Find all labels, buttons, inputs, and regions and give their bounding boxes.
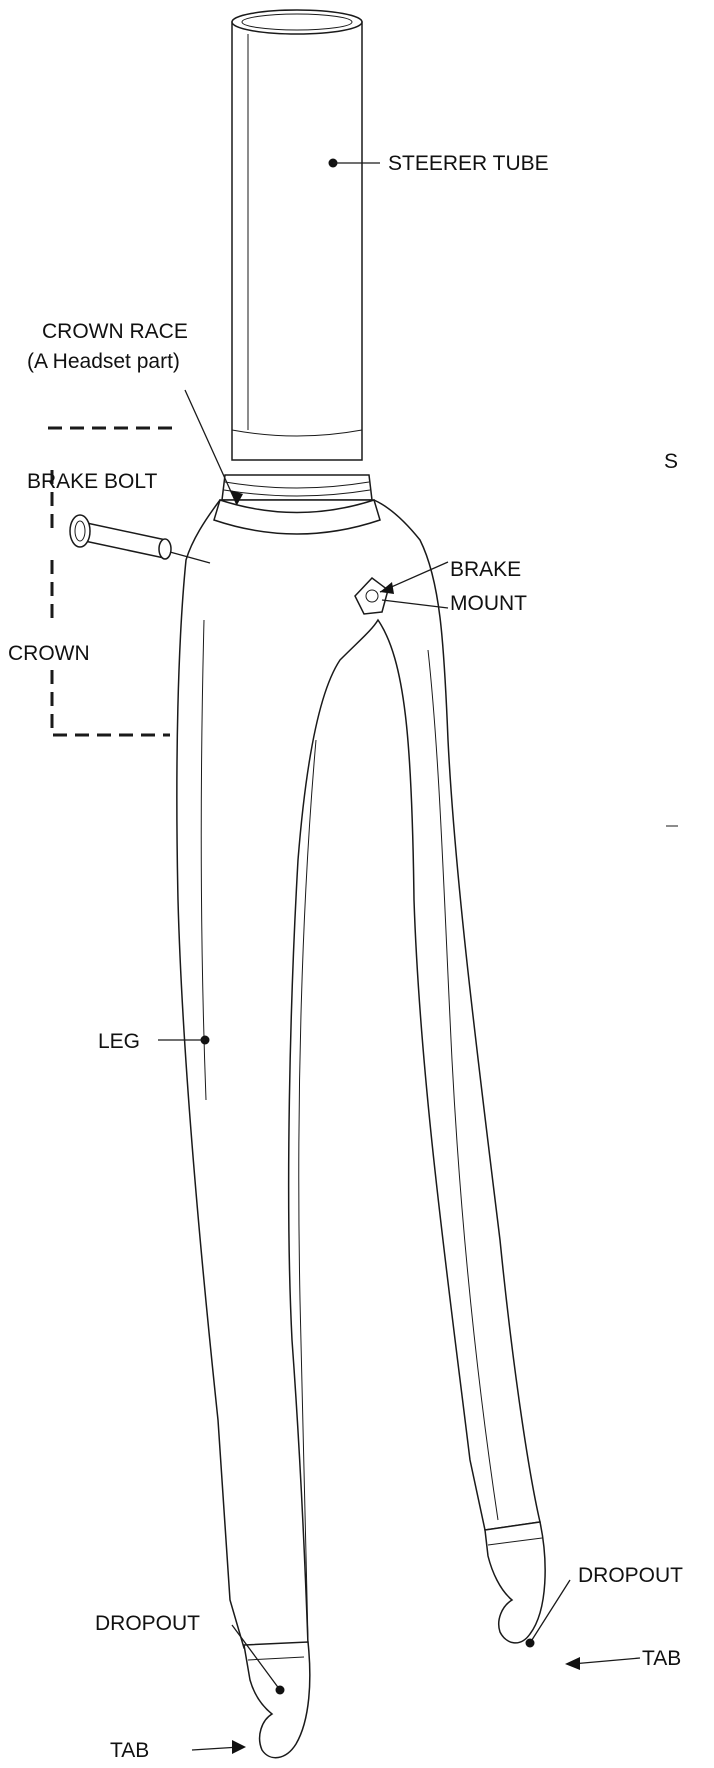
dropout-left-shape	[243, 1641, 311, 1759]
label-brake-bolt: BRAKE BOLT	[27, 470, 157, 493]
label-leg: LEG	[98, 1030, 140, 1053]
label-brake-mount: MOUNT	[450, 592, 527, 615]
label-tab-right: TAB	[642, 1647, 681, 1670]
brake-bolt	[69, 514, 211, 564]
dropout-right-shape	[484, 1521, 546, 1644]
label-stray-s: S	[664, 450, 678, 473]
label-steerer-tube: STEERER TUBE	[388, 152, 549, 175]
label-crown-race-note: (A Headset part)	[27, 350, 180, 373]
label-dropout-left: DROPOUT	[95, 1612, 200, 1635]
label-crown: CROWN	[8, 642, 90, 665]
label-brake: BRAKE	[450, 558, 521, 581]
label-dropout-right: DROPOUT	[578, 1564, 683, 1587]
label-crown-race: CROWN RACE	[42, 320, 188, 343]
fork-body	[176, 499, 541, 1649]
crown-bracket	[48, 426, 180, 737]
leader-lines	[158, 158, 641, 1754]
label-tab-left: TAB	[110, 1739, 149, 1762]
crown-race	[221, 474, 373, 501]
steerer-tube	[231, 9, 363, 485]
